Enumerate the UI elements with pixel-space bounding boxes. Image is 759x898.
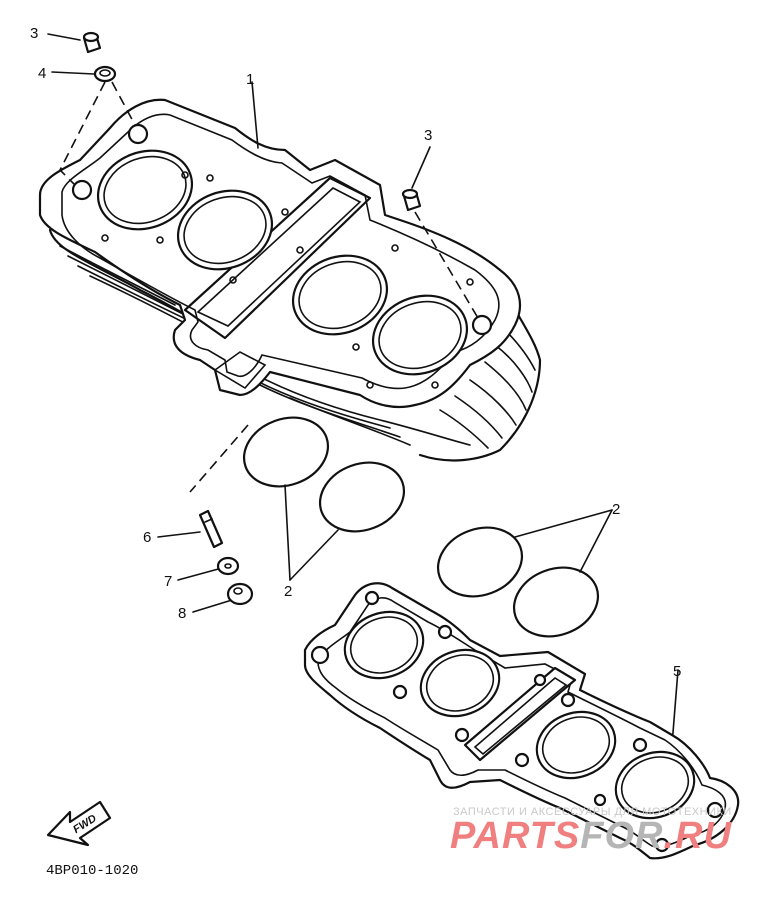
dowel-pin-6 xyxy=(198,509,224,549)
ring-7 xyxy=(216,556,240,576)
cylinder-fins xyxy=(48,228,542,462)
cylinder-bore-1 xyxy=(96,149,194,231)
part-code: 4BP010-1020 xyxy=(46,863,138,879)
watermark-logo: PARTSFOR.RU xyxy=(450,815,733,857)
o-rings-group-right xyxy=(436,526,600,638)
cylinder-bore-4 xyxy=(371,294,469,376)
cam-chain-tunnel xyxy=(183,176,372,340)
callout-8: 8 xyxy=(178,605,186,622)
callout-7: 7 xyxy=(164,573,172,590)
leader-lines xyxy=(47,33,679,746)
callout-3-right: 3 xyxy=(424,127,432,144)
o-ring-top-left xyxy=(93,65,117,83)
callout-4: 4 xyxy=(38,65,46,82)
callout-3-left: 3 xyxy=(30,25,38,42)
callout-5: 5 xyxy=(673,663,681,680)
callout-6: 6 xyxy=(143,529,151,546)
cylinder-bore-3 xyxy=(291,254,389,336)
watermark: ЗАПЧАСТИ И АКСЕССУАРЫ ДЛЯ МОТОТЕХНИКИ PA… xyxy=(450,806,733,857)
watermark-logo-part3: .RU xyxy=(664,815,733,857)
cylinder-base-gasket xyxy=(303,582,740,860)
callout-2-right: 2 xyxy=(612,501,620,518)
cylinder-bore-2 xyxy=(176,189,274,271)
stud-holes xyxy=(71,123,493,389)
callout-1: 1 xyxy=(246,71,254,88)
fwd-arrow-icon: FWD xyxy=(46,800,112,847)
cap-8 xyxy=(226,582,254,606)
o-rings-group-left xyxy=(242,416,406,533)
watermark-tagline: ЗАПЧАСТИ И АКСЕССУАРЫ ДЛЯ МОТОТЕХНИКИ xyxy=(453,806,732,818)
callout-labels: 1 3 4 3 6 7 8 2 2 5 xyxy=(30,25,681,680)
callout-2-left: 2 xyxy=(284,583,292,600)
dowel-pin-top-left xyxy=(82,31,102,54)
dowel-pin-right xyxy=(401,188,422,212)
watermark-logo-part2: FOR xyxy=(580,815,663,857)
watermark-logo-part1: PARTS xyxy=(450,815,580,857)
cylinder-block xyxy=(38,98,542,462)
